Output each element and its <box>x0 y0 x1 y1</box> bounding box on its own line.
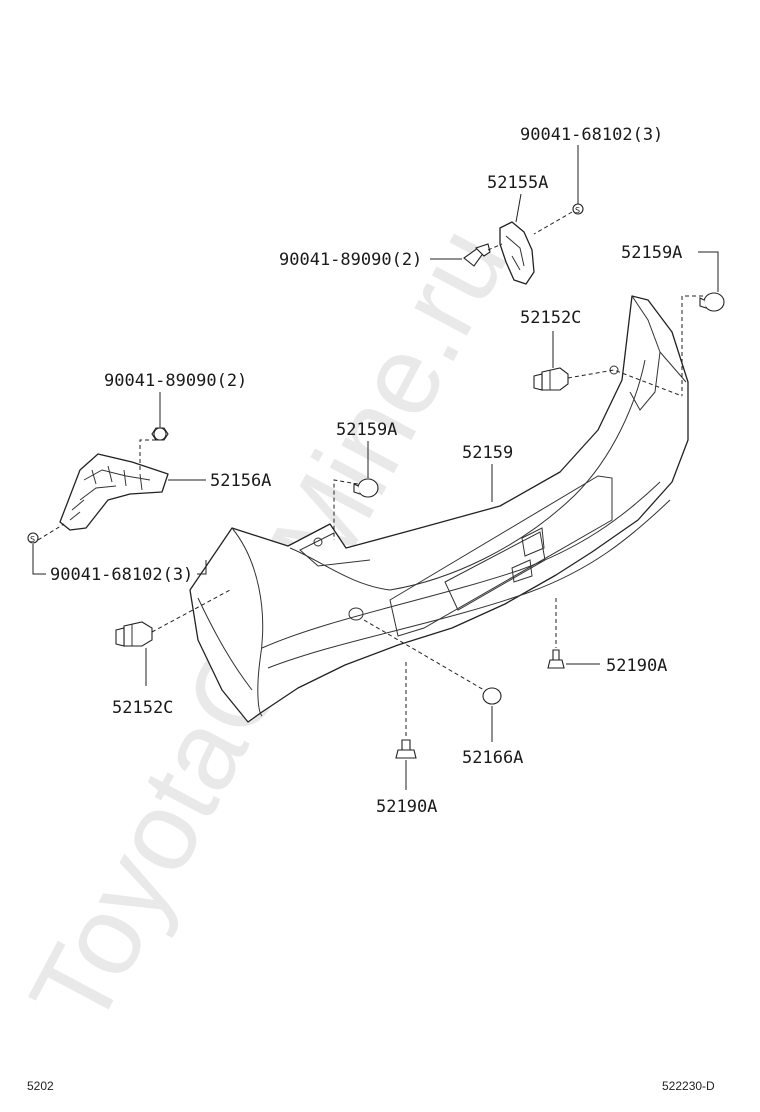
label-retainer-top: 52155A <box>487 173 548 193</box>
cap-right-icon <box>699 292 725 312</box>
bolt-bottom-icon <box>395 739 417 759</box>
footer-left-code: 5202 <box>27 1079 54 1093</box>
clip-right-icon <box>533 367 569 391</box>
label-clip-left: 52152C <box>112 698 173 718</box>
label-cap-left: 52159A <box>336 420 397 440</box>
retainer-top <box>499 221 535 285</box>
label-screw-left: 90041-68102(3) <box>50 565 193 585</box>
label-plug: 52166A <box>462 748 523 768</box>
pin-left-icon <box>151 427 169 441</box>
svg-text:S: S <box>30 535 35 544</box>
screw-top-icon: S <box>572 203 584 215</box>
screw-left-icon: S <box>27 532 39 544</box>
label-screw-top: 90041-68102(3) <box>520 125 663 145</box>
rear-bumper-cover <box>189 295 689 723</box>
footer-right-code: 522230-D <box>662 1079 715 1093</box>
label-bolt-bottom: 52190A <box>376 797 437 817</box>
pin-top <box>463 243 491 267</box>
label-bracket-left: 52156A <box>210 471 271 491</box>
bolt-right-icon <box>547 649 565 669</box>
label-bumper: 52159 <box>462 443 513 463</box>
label-pin-top: 90041-89090(2) <box>279 250 422 270</box>
bracket-left <box>59 453 169 531</box>
leader-lines <box>32 145 719 790</box>
clip-left-icon <box>115 621 153 647</box>
label-clip-right: 52152C <box>520 308 581 328</box>
part-labels: 90041-68102(3) 52155A 90041-89090(2) 521… <box>50 125 682 817</box>
plug-icon <box>482 687 502 705</box>
label-bolt-right: 52190A <box>606 656 667 676</box>
label-pin-left: 90041-89090(2) <box>104 371 247 391</box>
label-cap-right: 52159A <box>621 243 682 263</box>
cap-left-icon <box>353 478 379 498</box>
svg-text:S: S <box>575 206 580 215</box>
